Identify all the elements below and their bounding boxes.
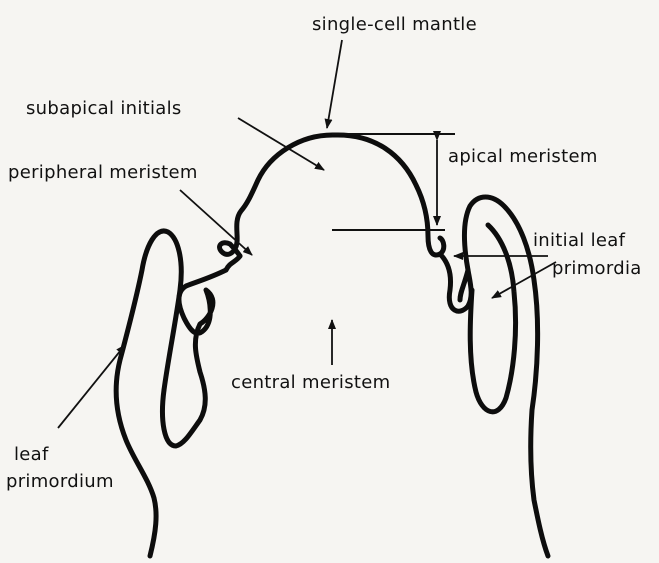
label-apical-meristem: apical meristem (448, 146, 598, 167)
label-single-cell-mantle: single-cell mantle (312, 14, 477, 35)
initial-leaf-pointer-bottom (492, 262, 556, 298)
dome-right-side (335, 135, 444, 255)
label-primordia: primordia (552, 258, 642, 279)
label-subapical-initials: subapical initials (26, 98, 182, 119)
label-leaf: leaf (14, 444, 49, 465)
label-initial-leaf: initial leaf (533, 230, 626, 251)
peripheral-meristem-pointer (180, 190, 252, 255)
central-body-left (226, 256, 240, 270)
subapical-initials-pointer (238, 118, 324, 170)
right-leaf-inner-edge (470, 225, 515, 412)
label-primordium: primordium (6, 471, 114, 492)
label-peripheral-meristem: peripheral meristem (8, 162, 198, 183)
left-inner-lobe (163, 270, 227, 446)
label-central-meristem: central meristem (231, 372, 390, 393)
left-leaf-primordium (116, 231, 181, 556)
shoot-apex-outline (220, 135, 335, 256)
single-cell-mantle-pointer (327, 40, 342, 128)
